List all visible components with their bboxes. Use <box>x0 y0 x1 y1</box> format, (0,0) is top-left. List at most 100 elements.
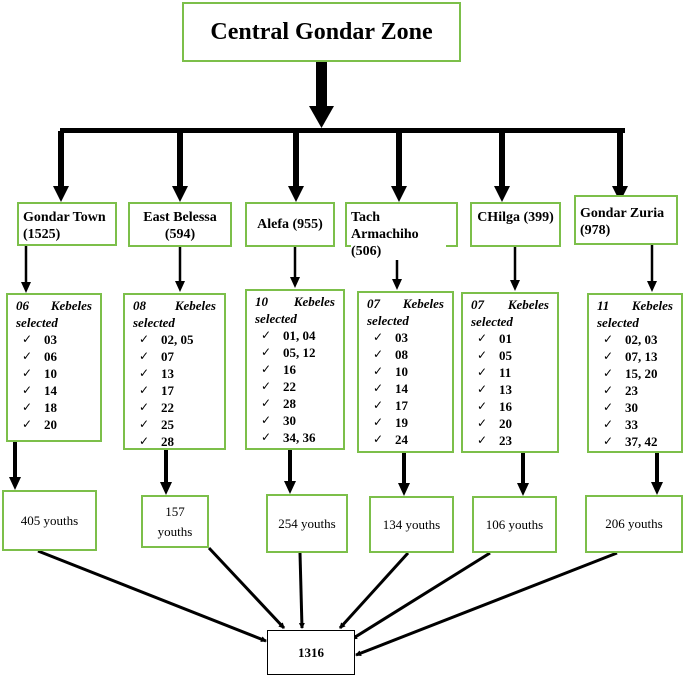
youth-count: 106 youths <box>485 516 544 532</box>
district-box-gondar-zuria: Gondar Zuria (978) <box>574 195 678 245</box>
check-icon: ✓ <box>603 366 614 380</box>
list-item: ✓06 <box>22 349 57 364</box>
district-box-chilga: CHilga (399) <box>470 202 561 247</box>
district-label: Alefa (955) <box>257 217 323 232</box>
list-item: ✓30 <box>261 413 296 428</box>
district-box-east-belessa: East Belessa (594) <box>128 202 232 247</box>
list-item: ✓02, 03 <box>603 332 658 347</box>
list-item: ✓14 <box>22 383 57 398</box>
list-item: ✓13 <box>139 366 174 381</box>
check-icon: ✓ <box>22 383 33 397</box>
kebele-heading: 06 Kebeles <box>16 298 92 313</box>
check-icon: ✓ <box>261 396 272 410</box>
list-item: ✓07 <box>139 349 174 364</box>
list-item: ✓22 <box>261 379 296 394</box>
check-icon: ✓ <box>139 366 150 380</box>
kebele-list: ✓01, 04 ✓05, 12 ✓16 ✓22 ✓28 ✓30 ✓34, 36 <box>255 327 335 446</box>
check-icon: ✓ <box>477 382 488 396</box>
check-icon: ✓ <box>603 332 614 346</box>
check-icon: ✓ <box>22 349 33 363</box>
district-label: Gondar Town (1525) <box>23 210 106 242</box>
check-icon: ✓ <box>477 416 488 430</box>
check-icon: ✓ <box>373 432 384 446</box>
total-arrows <box>37 546 618 657</box>
check-icon: ✓ <box>373 381 384 395</box>
list-item: ✓34, 36 <box>261 430 316 445</box>
list-item: ✓01, 04 <box>261 328 316 343</box>
kebele-box-gondar-town: 06 Kebeles selected ✓03 ✓06 ✓10 ✓14 ✓18 … <box>6 293 102 442</box>
list-item: ✓17 <box>139 383 174 398</box>
list-item: ✓33 <box>603 417 638 432</box>
check-icon: ✓ <box>22 332 33 346</box>
list-item: ✓03 <box>373 330 408 345</box>
list-item: ✓23 <box>477 433 512 448</box>
list-item: ✓28 <box>139 434 174 449</box>
kebele-list: ✓01 ✓05 ✓11 ✓13 ✓16 ✓20 ✓23 <box>471 330 549 449</box>
distribution-bar <box>60 128 625 133</box>
check-icon: ✓ <box>477 433 488 447</box>
list-item: ✓37, 42 <box>603 434 658 449</box>
youth-box-gondar-zuria: 206 youths <box>585 495 683 553</box>
check-icon: ✓ <box>603 417 614 431</box>
check-icon: ✓ <box>139 434 150 448</box>
youth-count: 157 youths <box>157 503 193 539</box>
list-item: ✓24 <box>373 432 408 447</box>
check-icon: ✓ <box>477 365 488 379</box>
kebele-list: ✓02, 05 ✓07 ✓13 ✓17 ✓22 ✓25 ✓28 <box>133 331 216 450</box>
youth-arrows <box>9 442 663 496</box>
kebele-selected-label: selected <box>16 315 58 330</box>
district-label: Tach Armachiho (506) <box>351 209 446 260</box>
check-icon: ✓ <box>261 328 272 342</box>
check-icon: ✓ <box>373 415 384 429</box>
district-drop-arrows <box>53 131 628 202</box>
check-icon: ✓ <box>261 362 272 376</box>
kebele-selected-label: selected <box>255 311 297 326</box>
check-icon: ✓ <box>261 379 272 393</box>
zone-title: Central Gondar Zone <box>210 18 433 45</box>
list-item: ✓16 <box>261 362 296 377</box>
list-item: ✓16 <box>477 399 512 414</box>
kebele-selected-label: selected <box>471 314 513 329</box>
kebele-list: ✓02, 03 ✓07, 13 ✓15, 20 ✓23 ✓30 ✓33 ✓37,… <box>597 331 673 450</box>
trunk-arrow <box>309 62 334 128</box>
list-item: ✓30 <box>603 400 638 415</box>
check-icon: ✓ <box>477 331 488 345</box>
youth-count: 405 youths <box>20 512 79 528</box>
check-icon: ✓ <box>477 348 488 362</box>
kebele-selected-label: selected <box>597 315 639 330</box>
kebele-list: ✓03 ✓08 ✓10 ✓14 ✓17 ✓19 ✓24 <box>367 329 444 448</box>
list-item: ✓22 <box>139 400 174 415</box>
youth-box-east-belessa: 157 youths <box>141 495 209 548</box>
list-item: ✓28 <box>261 396 296 411</box>
check-icon: ✓ <box>603 400 614 414</box>
check-icon: ✓ <box>139 349 150 363</box>
total-box: 1316 <box>267 630 355 675</box>
list-item: ✓13 <box>477 382 512 397</box>
youth-box-gondar-town: 405 youths <box>2 490 97 551</box>
check-icon: ✓ <box>261 430 272 444</box>
total-value: 1316 <box>298 644 324 660</box>
list-item: ✓05, 12 <box>261 345 316 360</box>
district-box-alefa: Alefa (955) <box>245 202 335 247</box>
zone-title-box: Central Gondar Zone <box>182 2 461 62</box>
check-icon: ✓ <box>603 349 614 363</box>
kebele-selected-label: selected <box>367 313 409 328</box>
check-icon: ✓ <box>373 364 384 378</box>
list-item: ✓03 <box>22 332 57 347</box>
check-icon: ✓ <box>603 383 614 397</box>
check-icon: ✓ <box>603 434 614 448</box>
check-icon: ✓ <box>373 330 384 344</box>
list-item: ✓08 <box>373 347 408 362</box>
youth-box-chilga: 106 youths <box>472 496 557 553</box>
list-item: ✓19 <box>373 415 408 430</box>
check-icon: ✓ <box>261 345 272 359</box>
youth-box-tach-armachiho: 134 youths <box>369 496 454 553</box>
check-icon: ✓ <box>139 417 150 431</box>
